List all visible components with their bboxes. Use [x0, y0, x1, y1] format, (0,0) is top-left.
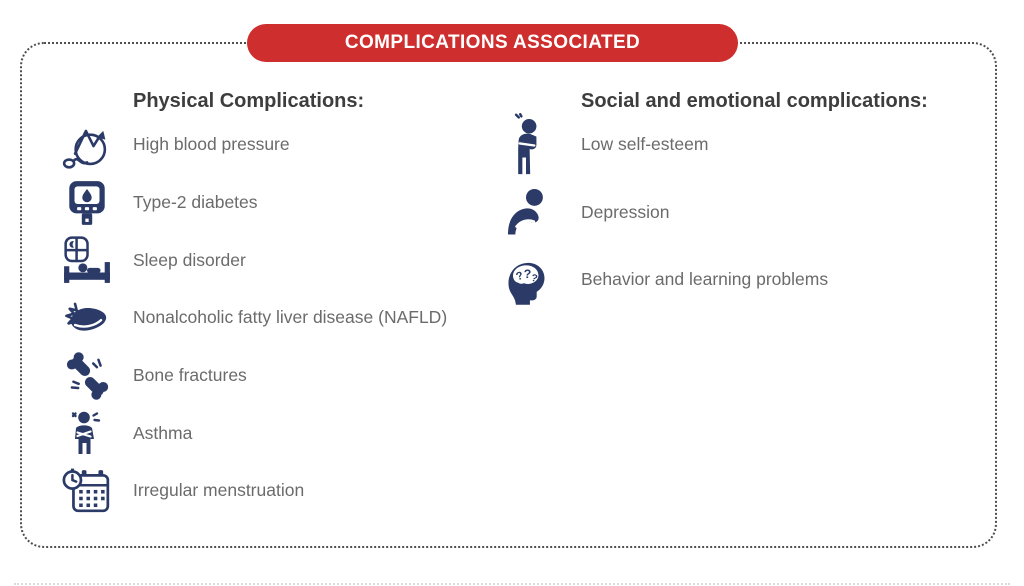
svg-text:?: ? [530, 272, 539, 284]
item-label: Behavior and learning problems [581, 269, 829, 290]
item-label: Sleep disorder [133, 249, 246, 270]
list-item: ? ? ? Behavior and learning problems [497, 246, 828, 314]
social-emotional-complications-heading: Social and emotional complications: [581, 90, 928, 112]
child-brain-questions-icon: ? ? ? [497, 253, 555, 307]
broken-bone-icon [58, 351, 116, 401]
physical-complications-heading: Physical Complications: [133, 90, 365, 112]
item-label: Asthma [133, 422, 193, 443]
list-item: High blood pressure [58, 116, 447, 174]
page-title: COMPLICATIONS ASSOCIATED [344, 32, 641, 53]
svg-text:?: ? [515, 270, 525, 284]
svg-text:?: ? [524, 267, 532, 281]
list-item: Nonalcoholic fatty liver disease (NAFLD) [58, 289, 447, 347]
item-label: Nonalcoholic fatty liver disease (NAFLD) [133, 307, 448, 328]
asthma-person-icon [58, 408, 116, 458]
glucose-meter-icon [58, 178, 116, 228]
social-emotional-complications-list: Low self-esteem Depression ? ? ? Behavio… [497, 111, 828, 314]
list-item: Asthma [58, 404, 447, 462]
list-item: Bone fractures [58, 347, 447, 405]
item-label: Depression [581, 201, 670, 222]
depressed-person-icon [497, 185, 555, 239]
list-item: Low self-esteem [497, 111, 828, 179]
list-item: Depression [497, 179, 828, 247]
physical-complications-list: High blood pressure Type-2 diabetes [58, 116, 447, 520]
item-label: Bone fractures [133, 365, 247, 386]
item-label: Irregular menstruation [133, 480, 305, 501]
dotted-border-frame [20, 42, 997, 548]
sad-person-icon [497, 112, 555, 177]
list-item: Irregular menstruation [58, 462, 447, 520]
item-label: Low self-esteem [581, 134, 709, 155]
blood-pressure-icon [58, 119, 116, 171]
item-label: High blood pressure [133, 134, 290, 155]
item-label: Type-2 diabetes [133, 192, 258, 213]
title-banner: COMPLICATIONS ASSOCIATED [247, 24, 738, 62]
list-item: Sleep disorder [58, 231, 447, 289]
calendar-clock-icon [58, 466, 116, 516]
liver-icon [58, 292, 116, 344]
list-item: Type-2 diabetes [58, 174, 447, 232]
bottom-divider [14, 583, 1010, 585]
sleep-bed-icon [58, 235, 116, 285]
